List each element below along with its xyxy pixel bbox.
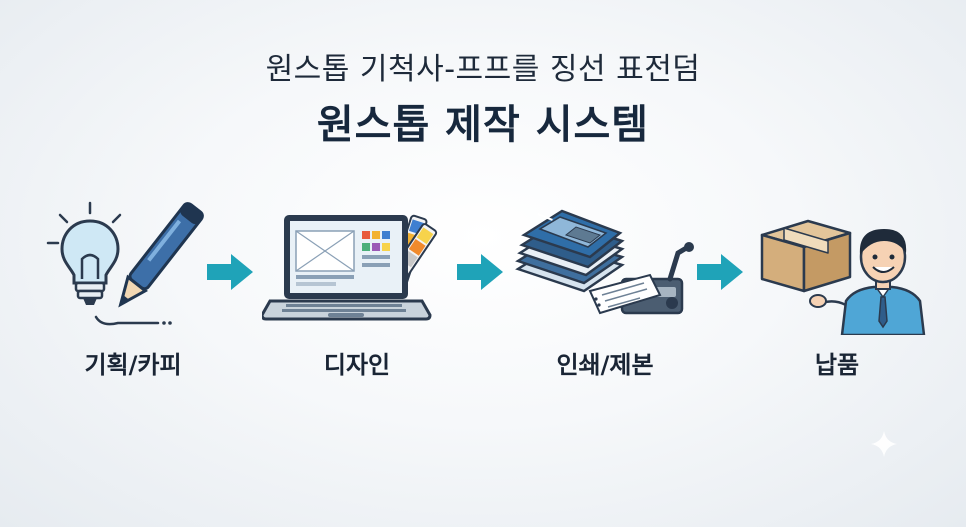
step-design: 디자인 [262, 195, 452, 395]
step-delivery: 납품 [742, 195, 932, 395]
step-printing: 인쇄/제본 [510, 195, 700, 395]
step-label: 디자인 [323, 351, 391, 379]
arrow-right-icon [207, 254, 253, 290]
sparkle-icon [871, 431, 897, 457]
lightbulb-pen-icon [46, 201, 204, 326]
step-label: 인쇄/제본 [556, 351, 654, 379]
step-label: 기획/카피 [84, 351, 182, 379]
page-subtitle: 원스톱 기척사-프프를 징선 표전덤 [265, 52, 701, 87]
page-title: 원스톱 제작 시스템 [316, 102, 650, 148]
step-planning: 기획/카피 [38, 195, 228, 395]
laptop-design-icon [262, 214, 438, 321]
step-label: 납품 [814, 351, 860, 379]
arrow-right-icon [697, 254, 743, 290]
arrow-right-icon [457, 254, 503, 290]
printing-binding-icon [515, 209, 694, 315]
delivery-box-person-icon [760, 219, 926, 335]
